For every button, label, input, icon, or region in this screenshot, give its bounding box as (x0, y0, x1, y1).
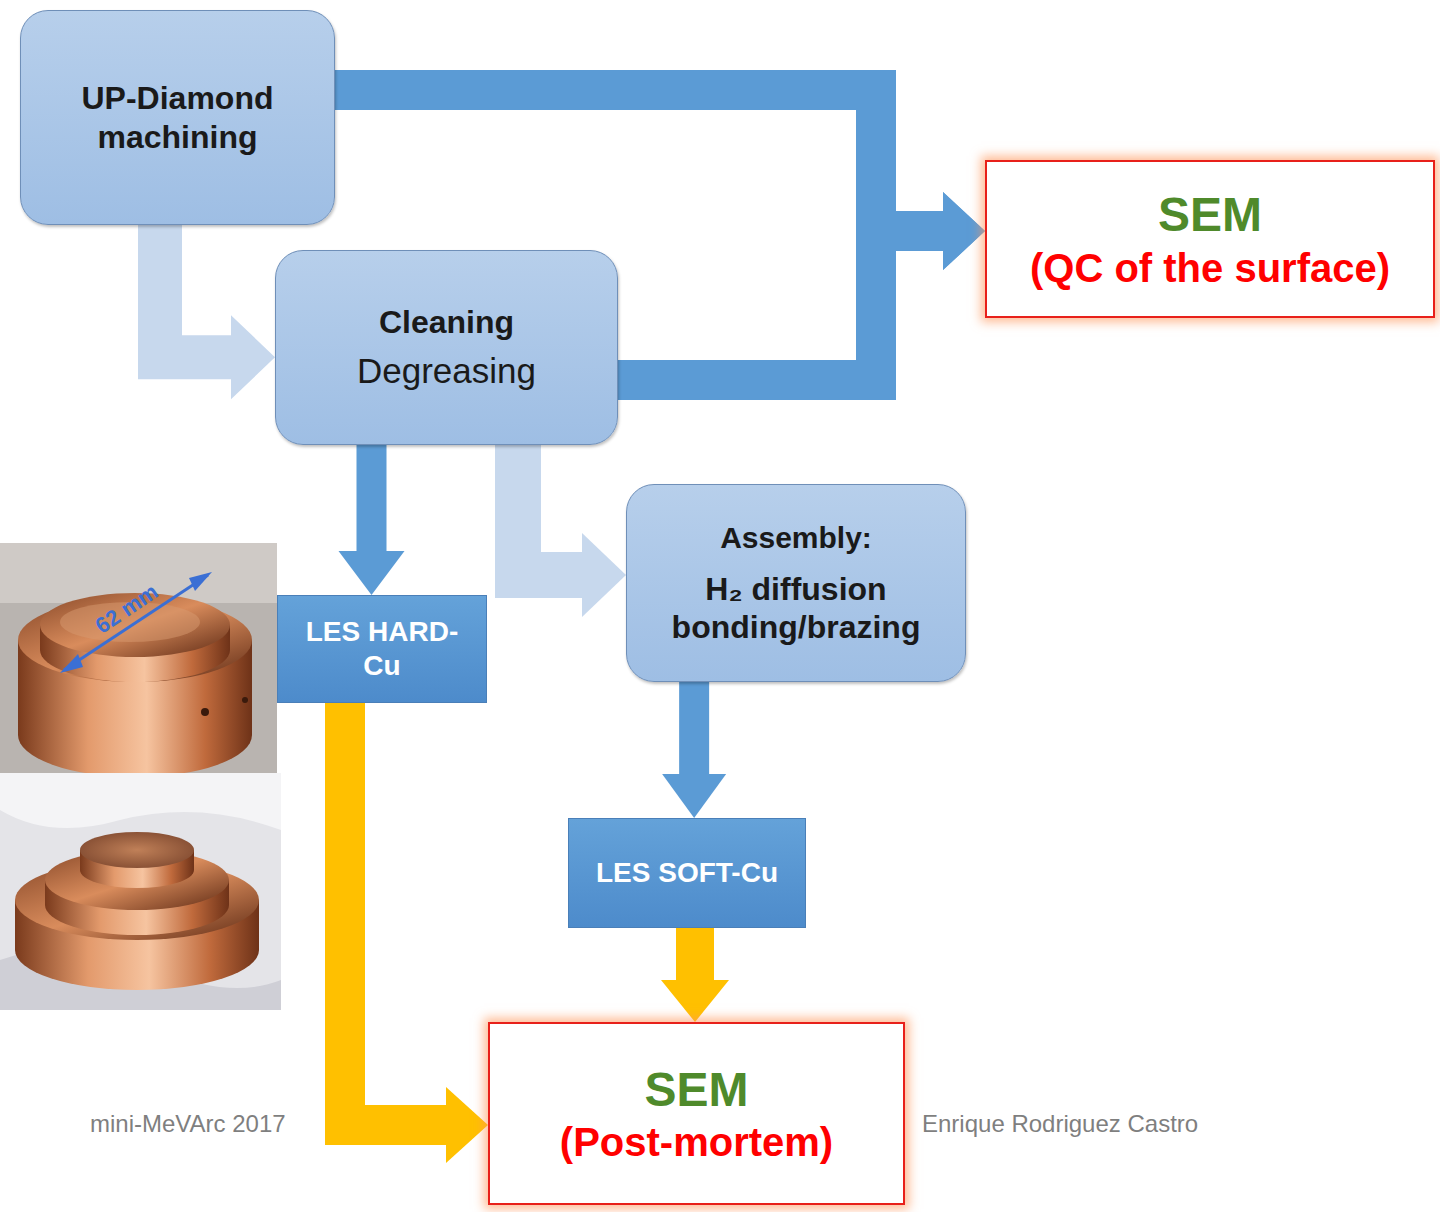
box-body: Degreasing (357, 350, 536, 392)
flow-arrow (518, 445, 626, 617)
arrow-head (943, 192, 985, 270)
arrow-shaft (357, 445, 387, 553)
box-title: Cleaning (379, 303, 514, 341)
flow-arrow (618, 192, 985, 380)
box-body: (QC of the surface) (1030, 244, 1390, 292)
arrow-head (662, 774, 726, 818)
box-title: SEM (1158, 186, 1262, 244)
footer-text: Enrique Rodriguez Castro (922, 1110, 1198, 1138)
flow-arrow (160, 225, 275, 399)
box-title: LES HARD-Cu (292, 615, 472, 682)
soft-cu-photo (0, 773, 281, 1010)
arrow-head (446, 1087, 488, 1163)
arrow-shaft (676, 928, 714, 982)
footer-text: mini-MeVArc 2017 (90, 1110, 286, 1138)
arrow-shaft (518, 445, 584, 575)
box-body: H₂ diffusion bonding/brazing (641, 570, 951, 647)
arrow-shaft (618, 231, 945, 380)
arrow-head (582, 533, 626, 617)
box-body: (Post-mortem) (560, 1118, 833, 1166)
process-box: Assembly: H₂ diffusion bonding/brazing (626, 484, 966, 682)
sample-box: LES SOFT-Cu (568, 818, 806, 928)
arrow-head (661, 980, 729, 1022)
arrow-shaft (345, 703, 448, 1125)
arrow-head (943, 192, 985, 270)
hard-cu-photo (0, 543, 277, 777)
box-title: SEM (644, 1061, 748, 1119)
arrow-head (339, 551, 405, 595)
sample-box: LES HARD-Cu (277, 595, 487, 703)
arrow-shaft (679, 682, 709, 776)
flow-arrow (662, 682, 726, 818)
arrow-head (231, 315, 275, 399)
process-box: CleaningDegreasing (275, 250, 618, 445)
result-box: SEM(Post-mortem) (488, 1022, 905, 1205)
flow-arrow (339, 445, 405, 595)
flow-arrow (345, 703, 488, 1163)
box-title: UP-Diamond machining (35, 79, 320, 156)
flow-arrow (661, 928, 729, 1022)
process-box: UP-Diamond machining (20, 10, 335, 225)
box-title: LES SOFT-Cu (596, 856, 778, 890)
box-title: Assembly: (720, 520, 872, 556)
arrow-shaft (160, 225, 233, 357)
arrow-shaft (335, 90, 945, 231)
result-box: SEM(QC of the surface) (985, 160, 1435, 318)
